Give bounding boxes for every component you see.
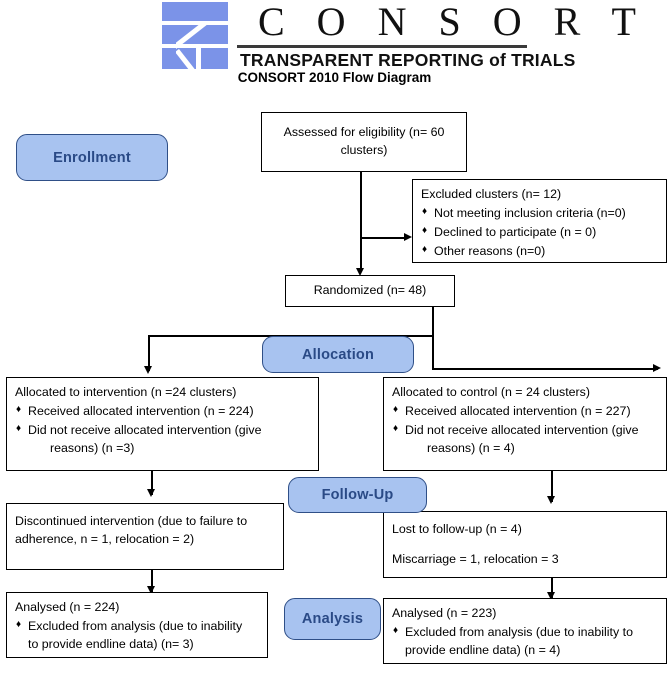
logo-checkmark-icon bbox=[176, 22, 234, 70]
arrow-control-to-lost bbox=[547, 496, 555, 504]
box-excluded-header: Excluded clusters (n= 12) bbox=[421, 187, 562, 201]
stage-badge-followup: Follow-Up bbox=[288, 477, 427, 513]
box-lost-line1: Lost to follow-up (n = 4) bbox=[392, 522, 522, 536]
list-item-label: Declined to participate (n = 0) bbox=[434, 224, 597, 239]
box-analysed-intervention-list: ♦ Excluded from analysis (due to inabili… bbox=[15, 618, 259, 654]
arrow-to-control-allocation bbox=[653, 364, 661, 372]
logo-bar-bottom-right bbox=[201, 48, 228, 69]
list-item: ♦ Not meeting inclusion criteria (n=0) bbox=[421, 205, 658, 223]
list-item: ♦ Did not receive allocated intervention… bbox=[392, 422, 658, 458]
box-lost-to-followup: Lost to follow-up (n = 4) Miscarriage = … bbox=[383, 511, 667, 578]
box-analysed-intervention-header: Analysed (n = 224) bbox=[15, 600, 120, 614]
box-discontinued-intervention: Discontinued intervention (due to failur… bbox=[6, 503, 284, 570]
header-divider bbox=[237, 45, 527, 48]
stage-badge-enrollment: Enrollment bbox=[16, 134, 168, 181]
diamond-bullet-icon: ♦ bbox=[422, 205, 428, 217]
box-analysed-control: Analysed (n = 223) ♦ Excluded from analy… bbox=[383, 598, 667, 664]
list-item: ♦ Did not receive allocated intervention… bbox=[15, 422, 310, 458]
box-assessed-for-eligibility: Assessed for eligibility (n= 60 clusters… bbox=[261, 112, 467, 172]
connector-randomized-right bbox=[432, 368, 658, 370]
list-item-continuation: provide endline data) (n = 4) bbox=[405, 642, 561, 657]
box-allocated-control-header: Allocated to control (n = 24 clusters) bbox=[392, 385, 591, 399]
connector-assessed-trunk bbox=[360, 172, 362, 272]
list-item-label: Excluded from analysis (due to inability bbox=[28, 618, 243, 633]
logo-bar-top bbox=[162, 2, 228, 21]
consort-logo bbox=[162, 2, 250, 70]
diamond-bullet-icon: ♦ bbox=[422, 224, 428, 236]
box-allocated-control-list: ♦ Received allocated intervention (n = 2… bbox=[392, 403, 658, 458]
box-allocated-intervention-list: ♦ Received allocated intervention (n = 2… bbox=[15, 403, 310, 458]
list-item-label: Other reasons (n=0) bbox=[434, 243, 546, 258]
diamond-bullet-icon: ♦ bbox=[393, 403, 399, 415]
box-analysed-control-header: Analysed (n = 223) bbox=[392, 606, 497, 620]
connector-to-excluded bbox=[360, 237, 408, 239]
box-analysed-intervention: Analysed (n = 224) ♦ Excluded from analy… bbox=[6, 592, 268, 658]
box-randomized: Randomized (n= 48) bbox=[285, 275, 455, 307]
list-item: ♦ Excluded from analysis (due to inabili… bbox=[392, 624, 658, 660]
list-item-label: Did not receive allocated intervention (… bbox=[28, 422, 262, 437]
box-excluded-clusters: Excluded clusters (n= 12) ♦ Not meeting … bbox=[412, 179, 667, 263]
consort-tagline: TRANSPARENT REPORTING of TRIALS bbox=[240, 50, 576, 70]
arrow-assessed-to-randomized bbox=[356, 268, 364, 276]
diamond-bullet-icon: ♦ bbox=[393, 624, 399, 636]
list-item-continuation: to provide endline data) (n= 3) bbox=[28, 636, 194, 651]
stage-badge-analysis-label: Analysis bbox=[301, 611, 364, 627]
stage-badge-analysis: Analysis bbox=[284, 598, 381, 640]
box-lost-line2: Miscarriage = 1, relocation = 3 bbox=[392, 551, 559, 566]
list-item-label: Did not receive allocated intervention (… bbox=[405, 422, 639, 437]
diamond-bullet-icon: ♦ bbox=[16, 403, 22, 415]
box-assessed-text: Assessed for eligibility (n= 60 clusters… bbox=[283, 125, 445, 157]
arrow-discontinued-to-analysed bbox=[147, 586, 155, 594]
arrow-to-intervention-allocation bbox=[144, 366, 152, 374]
list-item: ♦ Received allocated intervention (n = 2… bbox=[392, 403, 658, 421]
connector-intervention-to-discontinued bbox=[151, 471, 153, 495]
diamond-bullet-icon: ♦ bbox=[16, 618, 22, 630]
list-item-label: Received allocated intervention (n = 227… bbox=[405, 403, 631, 418]
stage-badge-enrollment-label: Enrollment bbox=[53, 149, 131, 166]
stage-badge-allocation: Allocation bbox=[262, 336, 414, 373]
box-analysed-control-list: ♦ Excluded from analysis (due to inabili… bbox=[392, 624, 658, 660]
list-item-continuation: reasons) (n =3) bbox=[50, 440, 135, 455]
list-item-label: Not meeting inclusion criteria (n=0) bbox=[434, 205, 626, 220]
stage-badge-allocation-label: Allocation bbox=[301, 346, 375, 363]
list-item: ♦ Excluded from analysis (due to inabili… bbox=[15, 618, 259, 654]
consort-wordmark: C O N S O R T bbox=[258, 0, 647, 44]
box-discontinued-line2: adherence, n = 1, relocation = 2) bbox=[15, 531, 195, 546]
connector-randomized-down bbox=[432, 307, 434, 369]
connector-randomized-left bbox=[148, 335, 433, 337]
list-item-label: Excluded from analysis (due to inability… bbox=[405, 624, 633, 639]
connector-discontinued-to-analysed bbox=[151, 570, 153, 592]
box-discontinued-line1: Discontinued intervention (due to failur… bbox=[15, 514, 248, 528]
list-item-continuation: reasons) (n = 4) bbox=[427, 440, 515, 455]
box-allocated-to-intervention: Allocated to intervention (n =24 cluster… bbox=[6, 377, 319, 471]
connector-lost-to-analysed bbox=[551, 578, 553, 598]
list-item-label: Received allocated intervention (n = 224… bbox=[28, 403, 254, 418]
diamond-bullet-icon: ♦ bbox=[422, 243, 428, 255]
connector-control-to-lost bbox=[551, 471, 553, 502]
arrow-intervention-to-discontinued bbox=[147, 489, 155, 497]
box-randomized-text: Randomized (n= 48) bbox=[313, 283, 427, 297]
arrow-to-excluded bbox=[404, 233, 412, 241]
list-item: ♦ Received allocated intervention (n = 2… bbox=[15, 403, 310, 421]
stage-badge-followup-label: Follow-Up bbox=[321, 487, 394, 503]
arrow-lost-to-analysed bbox=[547, 592, 555, 600]
box-allocated-intervention-header: Allocated to intervention (n =24 cluster… bbox=[15, 385, 237, 399]
box-allocated-to-control: Allocated to control (n = 24 clusters) ♦… bbox=[383, 377, 667, 471]
list-item: ♦ Other reasons (n=0) bbox=[421, 243, 658, 261]
diamond-bullet-icon: ♦ bbox=[16, 422, 22, 434]
connector-left-down bbox=[148, 335, 150, 371]
page-title: CONSORT 2010 Flow Diagram bbox=[237, 70, 432, 85]
box-excluded-list: ♦ Not meeting inclusion criteria (n=0) ♦… bbox=[421, 205, 658, 261]
diamond-bullet-icon: ♦ bbox=[393, 422, 399, 434]
list-item: ♦ Declined to participate (n = 0) bbox=[421, 224, 658, 242]
